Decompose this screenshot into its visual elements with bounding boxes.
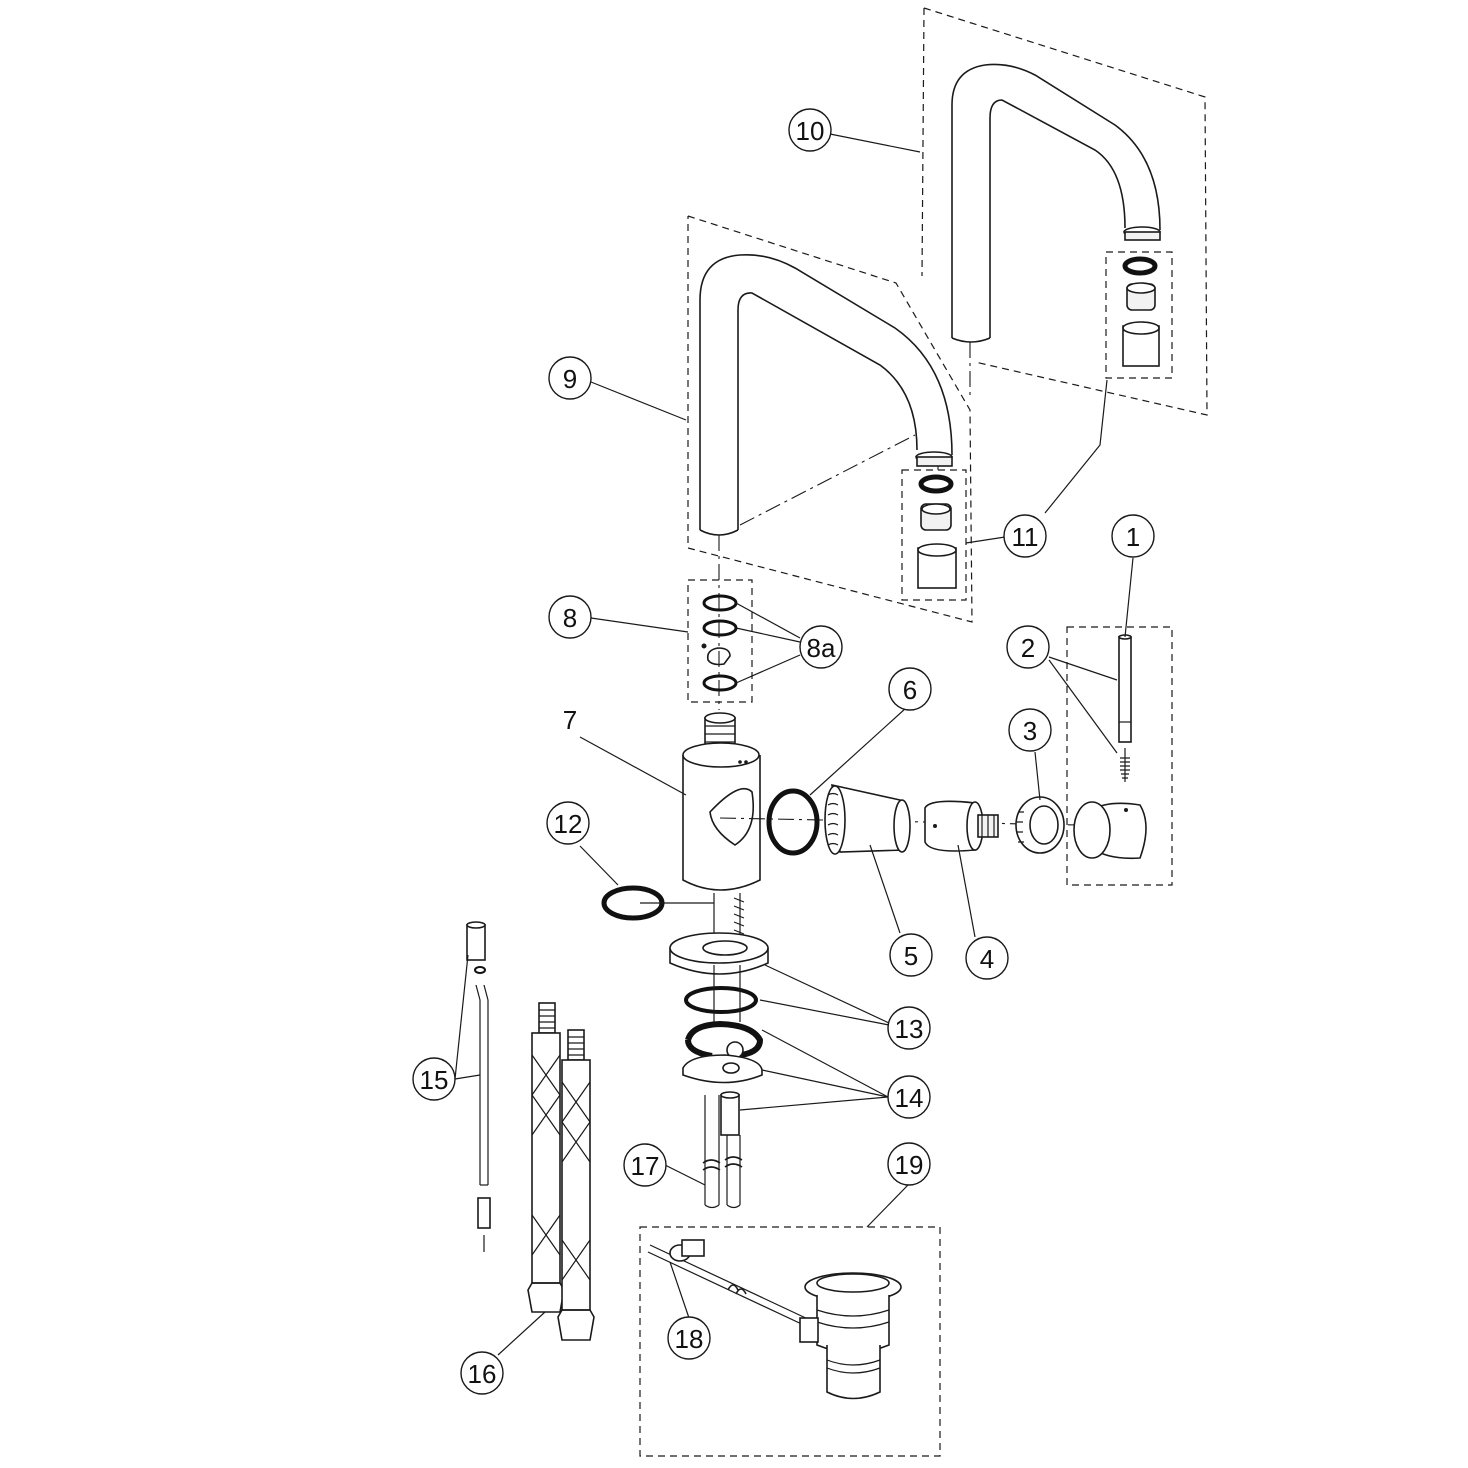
fixing-kit-part-14: [682, 1020, 764, 1136]
oring-part-6: [766, 788, 820, 856]
callout-6: 6: [888, 667, 932, 711]
callout-16-label: 16: [468, 1359, 497, 1389]
callout-4-label: 4: [980, 944, 994, 974]
spout-variant-part-10: [921, 7, 1208, 416]
callout-8a-label: 8a: [807, 633, 836, 663]
threaded-sleeve-part-5: [824, 783, 911, 855]
callout-13-label: 13: [895, 1014, 924, 1044]
callout-7: 7: [563, 705, 577, 735]
oring-set-part-8: [687, 579, 753, 703]
adaptor-ring-part-3: [1015, 796, 1065, 854]
callout-18: 18: [667, 1316, 711, 1360]
callout-8-label: 8: [563, 603, 577, 633]
lift-rod-part-15: [466, 921, 491, 1252]
callout-12: 12: [546, 801, 590, 845]
callout-17: 17: [623, 1143, 667, 1187]
callout-5: 5: [889, 933, 933, 977]
callout-5-label: 5: [904, 941, 918, 971]
callout-10-label: 10: [796, 116, 825, 146]
base-part-13: [669, 932, 769, 1022]
callout-8: 8: [548, 595, 592, 639]
flexible-hoses-part-16: [527, 1002, 595, 1341]
callout-12-label: 12: [554, 809, 583, 839]
callout-14: 14: [887, 1075, 931, 1119]
callout-10: 10: [788, 108, 832, 152]
callout-8a: 8a: [799, 625, 843, 669]
callout-2: 2: [1006, 625, 1050, 669]
callout-19: 19: [887, 1142, 931, 1186]
callout-17-label: 17: [631, 1151, 660, 1181]
callout-19-label: 19: [895, 1150, 924, 1180]
callout-3: 3: [1008, 708, 1052, 752]
leader-lines: [454, 133, 1134, 1356]
spout-part-9: [687, 215, 973, 710]
callout-15-label: 15: [420, 1065, 449, 1095]
callout-9-label: 9: [563, 364, 577, 394]
callout-11-label: 11: [1012, 522, 1039, 552]
callout-1: 1: [1111, 514, 1155, 558]
callout-16: 16: [460, 1351, 504, 1395]
faucet-body-part-7: [682, 712, 1081, 965]
callout-4: 4: [965, 936, 1009, 980]
supply-pipes-part-17: [702, 1095, 743, 1209]
callout-2-label: 2: [1021, 633, 1035, 663]
callout-7-label: 7: [563, 705, 577, 735]
handle-part-1: [1066, 626, 1173, 886]
callout-1-label: 1: [1126, 522, 1140, 552]
callout-3-label: 3: [1023, 716, 1037, 746]
callout-14-label: 14: [895, 1083, 924, 1113]
cartridge-part-4: [924, 800, 999, 852]
callout-11: 11: [1003, 514, 1047, 558]
callout-15: 15: [412, 1057, 456, 1101]
popup-waste-part-19: [639, 1226, 941, 1457]
callout-13: 13: [887, 1006, 931, 1050]
callout-9: 9: [548, 356, 592, 400]
callout-18-label: 18: [675, 1324, 704, 1354]
callout-6-label: 6: [903, 675, 917, 705]
